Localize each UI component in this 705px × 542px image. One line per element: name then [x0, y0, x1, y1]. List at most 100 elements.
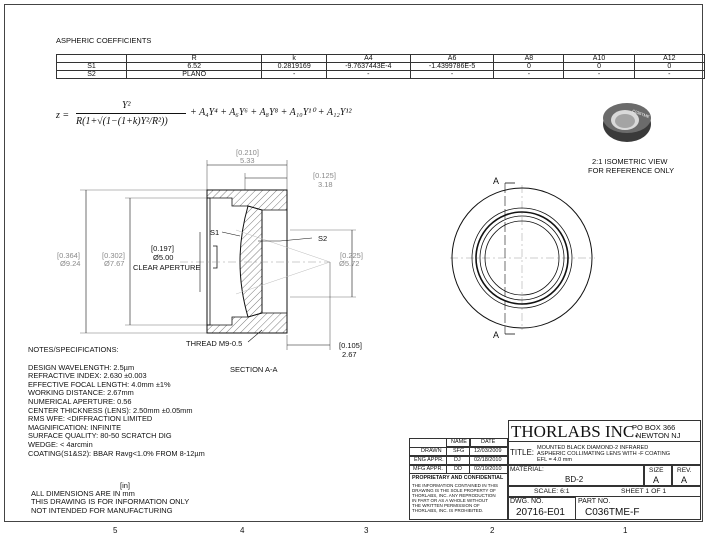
- dim-right-in: [0.225]: [340, 251, 363, 260]
- name-header-cell: [446, 438, 470, 447]
- table-cell: -9.7637443E-4: [325, 62, 411, 71]
- unit-note: [in]: [120, 481, 131, 490]
- title-label: TITLE:: [510, 448, 535, 457]
- table-cell: -: [409, 70, 495, 79]
- proprietary-line: THORLABS, INC. IS PROHIBITED.: [412, 508, 484, 513]
- iso-caption-1: 2:1 ISOMETRIC VIEW: [592, 157, 668, 166]
- dim-right-top-in: [0.125]: [313, 171, 336, 180]
- dwg-label: DWG. NO.: [510, 498, 544, 505]
- eng-label: ENG APPR.: [414, 457, 444, 463]
- table-cell: -: [633, 70, 705, 79]
- title-line-3: EFL = 4.0 mm: [537, 457, 573, 463]
- mfg-date: 02/19/2010: [474, 466, 502, 472]
- dim-outer-in: [0.364]: [57, 251, 80, 260]
- coefficients-title: ASPHERIC COEFFICIENTS: [56, 36, 152, 45]
- title-box: [508, 441, 701, 465]
- equation-tail: + A₄Y⁴ + A₆Y⁶ + A₈Y⁸ + A₁₀Y¹⁰ + A₁₂Y¹²: [190, 107, 352, 118]
- dim-right-mm: Ø5.72: [339, 259, 360, 268]
- dim-inner-mm: Ø7.67: [104, 259, 125, 268]
- footer-note-3: NOT INTENDED FOR MANUFACTURING: [31, 506, 173, 515]
- table-row: S2 PLANO - - - - - -: [56, 70, 705, 79]
- table-header-cell: k: [261, 54, 327, 63]
- proprietary-line: THORLABS, INC. ANY REPRODUCTION: [412, 493, 496, 498]
- lens-marking: C036TME: [632, 108, 651, 119]
- mfg-name: DD: [454, 466, 462, 472]
- company-name: THORLABS INC.: [511, 422, 639, 441]
- part-label: PART NO.: [578, 498, 611, 505]
- table-cell: 0: [493, 62, 565, 71]
- table-cell: -: [563, 70, 635, 79]
- material-value: BD-2: [565, 475, 584, 484]
- title-block: NAME DATE DRAWN SFG 12/03/2009 ENG APPR.…: [409, 420, 701, 520]
- size-label: SIZE: [649, 467, 664, 474]
- address-line-2: NEWTON NJ: [636, 431, 681, 440]
- table-cell: 0: [633, 62, 705, 71]
- drawn-label: DRAWN: [421, 448, 442, 454]
- table-header-cell: A6: [409, 54, 495, 63]
- dwg-number: 20716-E01: [516, 507, 565, 518]
- name-col: [446, 447, 470, 474]
- date-header: DATE: [481, 439, 496, 445]
- scale-row: [508, 486, 701, 497]
- section-label: SECTION A-A: [230, 365, 278, 374]
- iso-caption-2: FOR REFERENCE ONLY: [588, 166, 675, 175]
- table-header-cell: A10: [563, 54, 635, 63]
- drawn-name: SFG: [453, 448, 465, 454]
- equation-lhs: z =: [56, 110, 70, 121]
- table-header-row: R k A4 A6 A8 A10 A12: [56, 54, 705, 63]
- table-cell: -: [493, 70, 565, 79]
- table-cell: PLANO: [125, 70, 263, 79]
- table-cell: 6.52: [125, 62, 263, 71]
- size-box: [644, 465, 672, 486]
- notes-block: NOTES/SPECIFICATIONS: DESIGN WAVELENGTH:…: [28, 345, 205, 458]
- zone-marker: 3: [364, 526, 369, 535]
- table-header-cell: A8: [493, 54, 565, 63]
- table-cell: S2: [56, 70, 127, 79]
- note-line: WORKING DISTANCE: 2.67mm: [28, 388, 134, 398]
- table-row: S1 6.52 0.2819169 -9.7637443E-4 -1.43997…: [56, 62, 705, 71]
- isometric-lens-image: C036TME: [603, 103, 651, 142]
- footer-note-2: THIS DRAWING IS FOR INFORMATION ONLY: [31, 497, 190, 506]
- dim-top-in: [0.210]: [236, 148, 259, 157]
- proprietary-line: THE INFORMATION CONTAINED IN THIS: [412, 483, 499, 488]
- note-line: COATING(S1&S2): BBAR Ravg<1.0% FROM 8-12…: [28, 448, 205, 458]
- note-line: MAGNIFICATION: INFINITE: [28, 422, 122, 432]
- section-marker-bottom: A: [493, 330, 500, 340]
- title-line-1: MOUNTED BLACK DIAMOND-2 INFRARED: [537, 445, 649, 451]
- equation-numerator: Y²: [122, 100, 131, 111]
- zone-marker: 1: [623, 526, 628, 535]
- note-line: SURFACE QUALITY: 80-50 SCRATCH DIG: [28, 431, 172, 441]
- drawing-border: [4, 4, 703, 522]
- front-view: [450, 182, 595, 335]
- table-cell: -1.4399786E-5: [409, 62, 495, 71]
- upper-wall: [206, 189, 288, 211]
- dim-aperture-in: [0.197]: [151, 244, 174, 253]
- rev-box: [672, 465, 701, 486]
- table-cell: -: [261, 70, 327, 79]
- table-header-cell: [56, 54, 127, 63]
- material-label: MATERIAL:: [510, 466, 544, 473]
- part-number: C036TME-F: [585, 507, 640, 518]
- section-marker-top: A: [493, 176, 500, 186]
- notes-heading: NOTES/SPECIFICATIONS:: [28, 345, 119, 354]
- dim-top-mm: 5.33: [240, 156, 255, 165]
- note-line: REFRACTIVE INDEX: 2.630 ±0.003: [28, 371, 147, 381]
- date-header-cell: [470, 438, 508, 447]
- note-line: RMS WFE: <DIFFRACTION LIMITED: [28, 414, 153, 424]
- coefficients-table: R k A4 A6 A8 A10 A12 S1 6.52 0.2819169 -…: [56, 54, 705, 79]
- proprietary-title: PROPRIETARY AND CONFIDENTIAL: [412, 475, 504, 481]
- proprietary-line: THE WRITTEN PERMISSION OF: [412, 503, 480, 508]
- table-cell: 0: [563, 62, 635, 71]
- drawn-date: 12/03/2009: [474, 448, 502, 454]
- dim-aperture-mm: Ø5.00: [153, 253, 174, 262]
- name-header: NAME: [451, 439, 467, 445]
- scale-text: SCALE: 6:1: [534, 488, 570, 495]
- title-line-2: ASPHERIC COLLIMATING LENS WITH -F COATIN…: [537, 451, 671, 457]
- rev-label: REV.: [677, 467, 692, 474]
- table-cell: S1: [56, 62, 127, 71]
- dim-outer-mm: Ø9.24: [60, 259, 81, 268]
- proprietary-line: DRAWING IS THE SOLE PROPERTY OF: [412, 488, 496, 493]
- section-view: [80, 160, 356, 350]
- material-box: [508, 465, 644, 486]
- table-header-cell: R: [125, 54, 263, 63]
